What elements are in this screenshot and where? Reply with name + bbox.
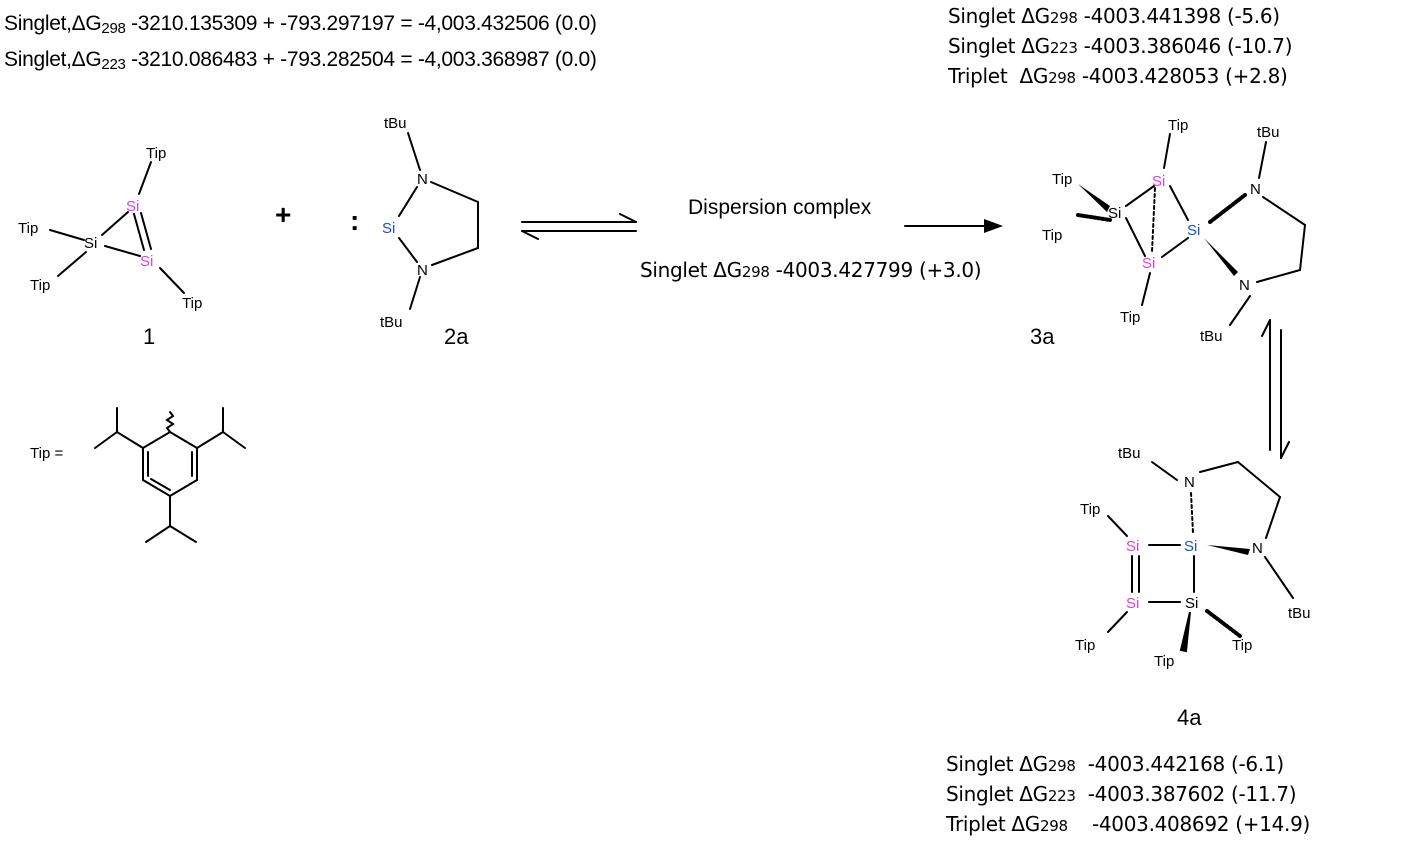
energy-line-4a-singlet-298: Singlet ΔG298 -4003.442168 (-6.1) [946,752,1284,776]
atom-tbu: tBu [1200,328,1223,345]
atom-tip: Tip [30,277,50,294]
atom-n: N [1250,181,1261,198]
tip-definition-structure [94,407,246,543]
atom-tip: Tip [1232,637,1252,654]
atom-n: N [417,262,428,279]
dispersion-complex-label: Dispersion complex [688,196,872,219]
atom-n: N [1252,540,1263,557]
atom-si: Si [1185,595,1198,612]
equilibrium-arrow-vertical [1261,319,1290,459]
atom-si: Si [84,235,97,252]
atom-tip: Tip [1120,309,1140,326]
compound-3a-bonds [1076,133,1306,326]
lone-pair: : [350,205,359,236]
compound-label-4a: 4a [1177,705,1202,730]
atom-tip: Tip [1042,227,1062,244]
atom-si: Si [1108,205,1121,222]
compound-1-bonds [49,161,185,294]
compound-2a-bonds [398,132,479,310]
energy-line-3a-singlet-223: Singlet ΔG223 -4003.386046 (-10.7) [948,34,1293,58]
energy-line-4a-singlet-223: Singlet ΔG223 -4003.387602 (-11.7) [946,782,1297,806]
atom-tbu: tBu [384,115,407,132]
atom-tbu: tBu [1257,124,1280,141]
atom-tip: Tip [146,145,166,162]
atom-si: Si [382,220,395,237]
atom-n: N [1184,474,1195,491]
atom-si: Si [1126,595,1139,612]
atom-tip: Tip [1168,117,1188,134]
atom-si: Si [126,198,139,215]
energy-line-3a-triplet-298: Triplet ΔG298 -4003.428053 (+2.8) [948,64,1288,88]
atom-si: Si [1184,538,1197,555]
atom-tip: Tip [1075,637,1095,654]
compound-label-3a: 3a [1030,324,1055,349]
plus-sign: + [275,199,291,230]
compound-label-2a: 2a [444,324,469,349]
energy-line-3a-singlet-298: Singlet ΔG298 -4003.441398 (-5.6) [948,4,1280,28]
dispersion-energy: Singlet ΔG298 -4003.427799 (+3.0) [640,258,982,282]
atom-n: N [1239,277,1250,294]
atom-si: Si [140,253,153,270]
atom-n: N [417,171,428,188]
energy-line-reactants-298: Singlet,ΔG298 -3210.135309 + -793.297197… [4,12,597,37]
tip-definition-label: Tip = [30,445,63,462]
compound-4a-bonds [1107,461,1294,638]
reaction-arrowhead [984,219,1003,233]
atom-tbu: tBu [1118,445,1141,462]
atom-si: Si [1126,538,1139,555]
atom-tip: Tip [182,295,202,312]
compound-label-1: 1 [143,324,155,349]
atom-si: Si [1187,222,1200,239]
atom-si: Si [1152,173,1165,190]
energy-line-4a-triplet-298: Triplet ΔG298 -4003.408692 (+14.9) [946,812,1311,836]
atom-si: Si [1142,255,1155,272]
energy-line-reactants-223: Singlet,ΔG223 -3210.086483 + -793.282504… [4,48,597,73]
equilibrium-arrow-horizontal [521,213,637,240]
atom-tip: Tip [1052,171,1072,188]
atom-tip: Tip [18,220,38,237]
atom-tbu: tBu [380,314,403,331]
atom-tbu: tBu [1288,605,1311,622]
atom-tip: Tip [1154,653,1174,670]
atom-tip: Tip [1080,501,1100,518]
